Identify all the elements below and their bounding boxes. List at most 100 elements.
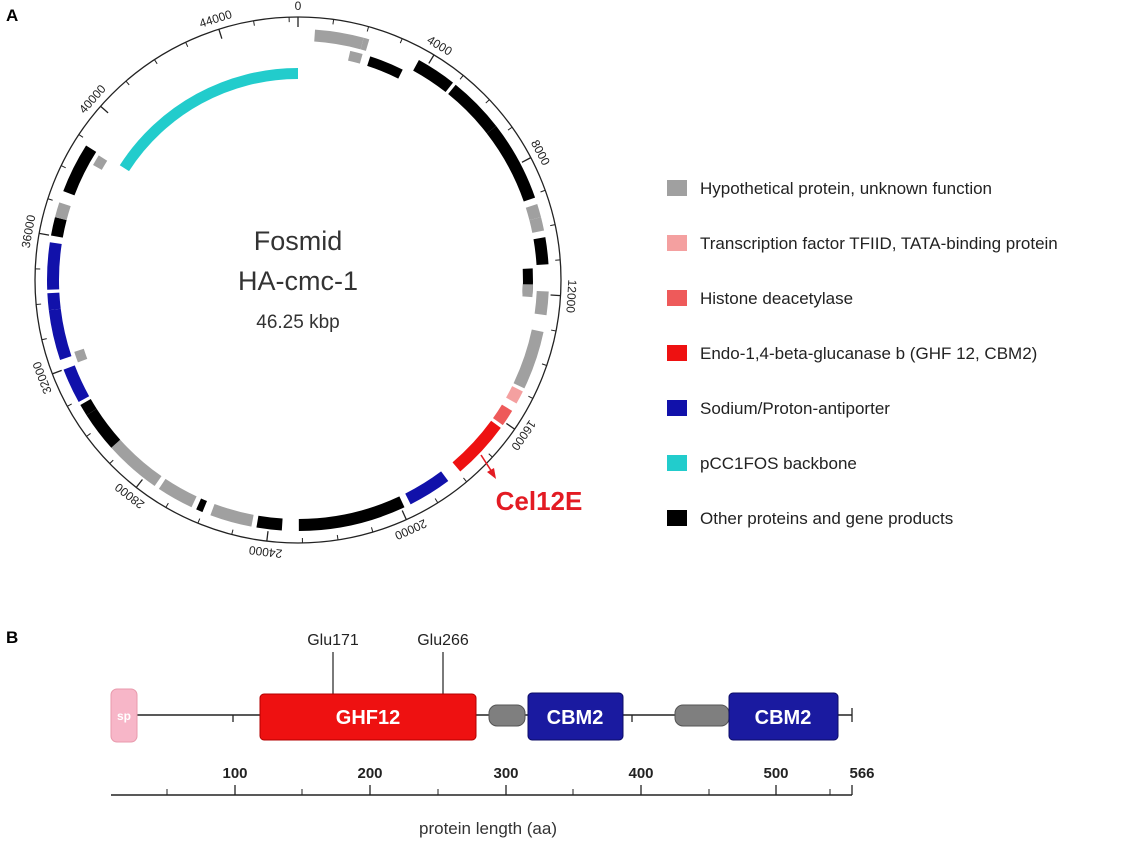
ghf12-domain <box>259 693 477 741</box>
cel12e-label: Cel12E <box>496 486 583 516</box>
map-major-tick <box>506 422 516 430</box>
map-minor-tick <box>550 224 556 227</box>
map-tick-label: 12000 <box>563 279 579 313</box>
cel12e-arrow-line <box>480 454 493 473</box>
legend-swatch-antiporter <box>667 400 687 416</box>
gene-arc-hypothetical <box>210 503 254 527</box>
gene-arc-hypothetical <box>522 284 533 298</box>
gene-arc-antiporter <box>47 242 62 290</box>
map-tick-label: 24000 <box>248 543 283 561</box>
scale-label: 566 <box>849 765 874 782</box>
map-minor-tick <box>550 329 557 332</box>
gene-arc-tfiid <box>506 386 523 404</box>
map-minor-tick <box>507 126 513 131</box>
gene-arc-other <box>486 125 536 202</box>
gene-arcs <box>47 29 549 531</box>
gene-arc-other <box>63 145 97 196</box>
scale-label: 500 <box>763 765 788 782</box>
map-minor-tick <box>197 518 201 524</box>
gene-arc-histone <box>493 404 513 426</box>
map-minor-tick <box>109 459 114 464</box>
gene-arc-other <box>256 515 283 531</box>
map-tick-label: 44000 <box>198 7 234 30</box>
map-major-tick <box>218 28 223 39</box>
cbm2-domain-2-label: CBM2 <box>755 707 812 729</box>
map-minor-tick <box>366 26 370 32</box>
map-minor-tick <box>125 80 130 86</box>
gene-arc-other <box>298 496 405 531</box>
map-minor-tick <box>154 59 158 65</box>
map-minor-tick <box>463 477 468 483</box>
signal-peptide-domain <box>110 688 138 743</box>
legend-swatch-tfiid <box>667 235 687 251</box>
map-minor-tick <box>47 198 53 201</box>
gene-arc-hypothetical <box>158 478 197 508</box>
map-minor-tick <box>86 433 91 437</box>
gene-arc-hypothetical <box>513 329 544 389</box>
legend-label-tfiid: Transcription factor TFIID, TATA-binding… <box>700 234 1058 253</box>
gene-arc-antiporter <box>47 292 61 311</box>
gene-arc-hypothetical <box>93 155 108 170</box>
gene-arc-other <box>413 60 454 93</box>
gene-arc-antiporter <box>48 308 72 360</box>
map-minor-tick <box>459 75 464 80</box>
legend-swatch-other <box>667 510 687 526</box>
major-ticks <box>39 17 561 542</box>
map-minor-tick <box>336 534 339 541</box>
scale-axis-ticks <box>166 785 853 795</box>
map-tick-label: 40000 <box>76 82 109 117</box>
map-tick-label: 28000 <box>112 480 147 512</box>
map-tick-label: 20000 <box>392 516 428 543</box>
map-minor-tick <box>540 189 546 193</box>
map-major-tick <box>428 54 435 64</box>
cbm2-domain-1 <box>527 692 624 741</box>
ghf12-domain-label: GHF12 <box>336 707 400 729</box>
map-minor-tick <box>332 19 335 25</box>
map-tick-label: 0 <box>295 0 302 13</box>
legend-swatch-endo <box>667 345 687 361</box>
map-minor-tick <box>185 42 189 47</box>
gene-arc-hypothetical <box>111 439 162 487</box>
legend-label-histone: Histone deacetylase <box>700 289 853 308</box>
residue-label-glu171: Glu171 <box>307 632 359 649</box>
legend-label-other: Other proteins and gene products <box>700 509 953 528</box>
gene-arc-hypothetical <box>525 204 542 221</box>
map-minor-tick <box>60 165 66 169</box>
map-title-line1: Fosmid <box>254 226 343 256</box>
linker-domain-1 <box>488 704 526 727</box>
map-minor-tick <box>67 403 72 407</box>
gene-arc-hypothetical <box>360 37 370 51</box>
map-minor-tick <box>434 498 439 504</box>
map-major-tick <box>521 157 532 163</box>
map-major-tick <box>52 369 62 375</box>
gene-arc-antiporter <box>405 471 449 505</box>
gene-arc-other <box>533 237 549 265</box>
map-minor-tick <box>165 502 169 508</box>
map-minor-tick <box>370 527 374 533</box>
map-minor-tick <box>528 395 534 399</box>
scale-label: 300 <box>493 765 518 782</box>
map-major-tick <box>39 232 50 236</box>
legend-label-hypothetical: Hypothetical protein, unknown function <box>700 179 992 198</box>
signal-peptide-label: sp <box>117 709 131 723</box>
legend-swatch-hypothetical <box>667 180 687 196</box>
scale-label: 400 <box>628 765 653 782</box>
minor-ticks <box>35 17 561 543</box>
map-minor-tick <box>488 453 493 458</box>
map-minor-tick <box>399 38 403 44</box>
legend-label-backbone: pCC1FOS backbone <box>700 454 857 473</box>
gene-arc-backbone <box>119 67 298 172</box>
map-major-tick <box>135 479 143 488</box>
gene-arc-other <box>50 217 67 238</box>
map-major-tick <box>550 294 561 297</box>
residue-label-glu266: Glu266 <box>417 632 469 649</box>
gene-arc-antiporter <box>63 365 90 403</box>
gene-arc-other <box>367 56 403 79</box>
map-major-tick <box>266 531 269 542</box>
protein-length-axis-title: protein length (aa) <box>419 819 557 838</box>
gene-arc-other <box>86 408 121 448</box>
map-minor-tick <box>41 338 47 341</box>
map-minor-tick <box>485 99 490 104</box>
legend: Hypothetical protein, unknown function T… <box>667 179 1058 528</box>
map-minor-tick <box>78 134 84 138</box>
